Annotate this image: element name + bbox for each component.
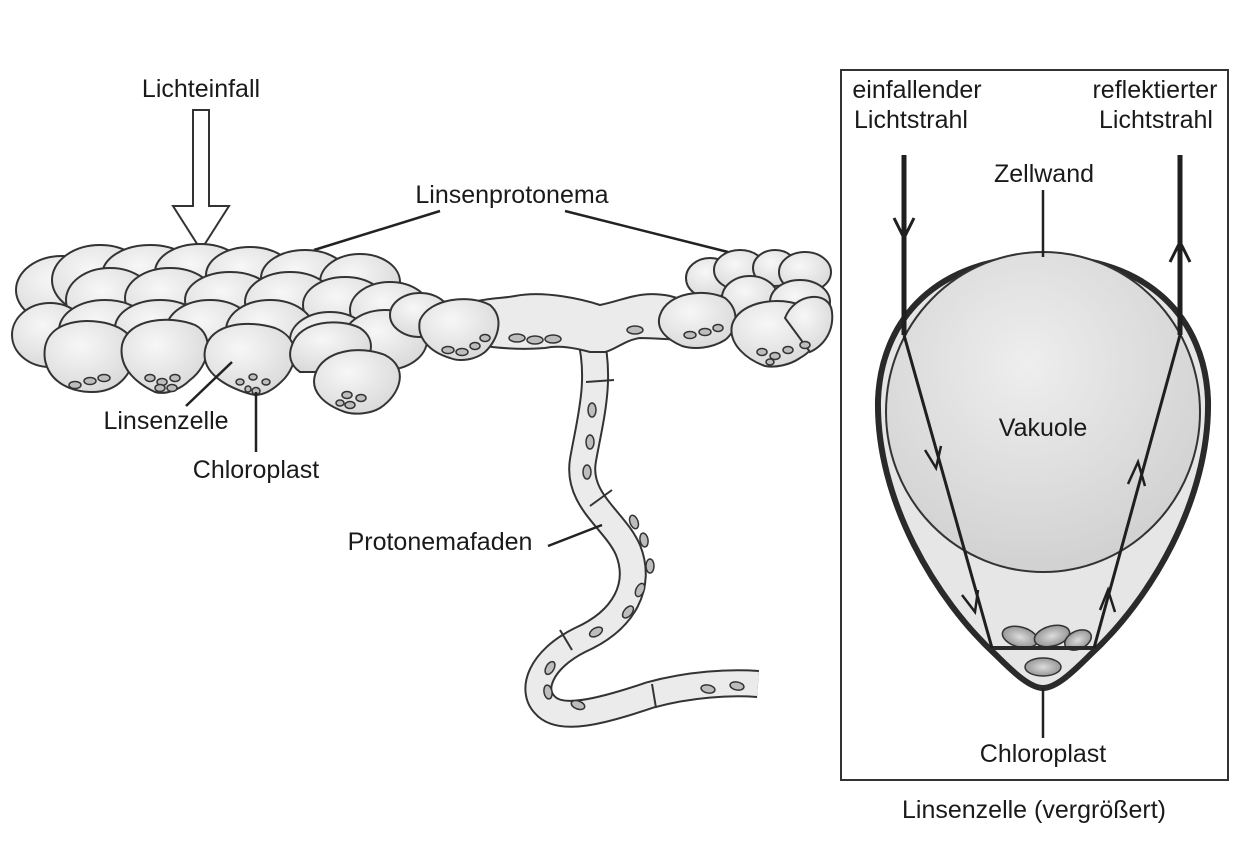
protonema-filament [524,331,759,728]
reflected-ray-label-line1: reflektierter [1092,76,1217,104]
vacuole [885,251,1201,573]
chloroplast-label-left: Chloroplast [193,456,320,484]
light-incidence-label: Lichteinfall [142,75,260,103]
light-incidence-arrow [171,109,231,252]
light-rays [892,155,1192,649]
incident-ray-label-line1: einfallender [852,76,981,104]
lens-cell-cluster-right [657,249,834,368]
protonema-label-lines [313,209,729,254]
left-pointer-lines [185,361,603,548]
filament-label: Protonemafaden [348,528,533,556]
enlarged-lens-cell [874,251,1212,692]
enlarged-chloroplasts [1001,624,1092,677]
lens-cell-chloroplasts-right [683,323,811,366]
lens-cell-label: Linsenzelle [103,407,228,435]
cell-wall-label: Zellwand [994,160,1094,188]
enlarged-cell-caption: Linsenzelle (vergrößert) [902,796,1166,824]
left-panel: Lichteinfall Linsenprotonema [11,75,834,728]
chloroplast-label-right: Chloroplast [980,740,1107,768]
incident-ray-label-line2: Lichtstrahl [854,106,968,134]
reflected-ray-label-line2: Lichtstrahl [1099,106,1213,134]
right-panel: einfallender Lichtstrahl reflektierter L… [840,69,1229,824]
vacuole-label: Vakuole [999,414,1088,442]
protonema-label: Linsenprotonema [415,181,608,209]
